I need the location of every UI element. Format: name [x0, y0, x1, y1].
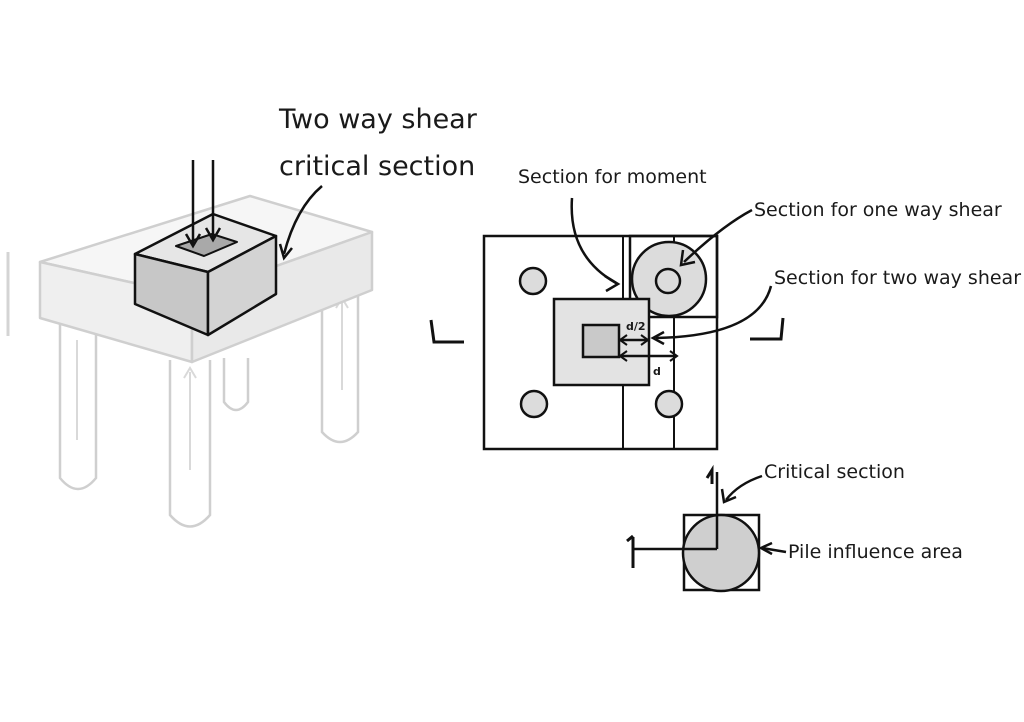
pile-back-right: [320, 290, 360, 444]
pile-influence-circle: [681, 513, 761, 593]
column-plan: [581, 323, 621, 359]
two-way-title-line1: Two way shear: [278, 104, 478, 135]
section-cut-right: [750, 317, 785, 341]
column-block: [133, 212, 278, 337]
pile-back-middle: [222, 358, 250, 412]
dim-half-d-label: d/2: [626, 320, 646, 333]
pile-cap-plan-view: [429, 197, 785, 451]
pile-top-left: [518, 266, 548, 296]
section-cut-left: [429, 319, 464, 344]
pile-cap-3d-view: Two way shear critical section: [6, 104, 478, 528]
column-side-face: [206, 234, 278, 337]
section-two-way-label: Section for two way shear: [774, 267, 1021, 289]
one-way-leader-arrow: [683, 208, 753, 263]
pile-influence-detail: [626, 464, 787, 593]
pile-influence-leader-arrow: [761, 546, 787, 554]
cut-mark-top: [705, 464, 714, 484]
pile-bottom-right: [654, 389, 684, 419]
two-way-plan-leader-arrow: [655, 285, 773, 340]
cut-mark-left: [626, 534, 635, 568]
pile-top-right: [654, 267, 682, 295]
two-way-leader-arrow: [282, 185, 323, 255]
pile-influence-square: [628, 234, 719, 319]
cap-side-face: [190, 230, 374, 364]
load-arrows: [184, 160, 222, 249]
dim-d-label: d: [653, 365, 661, 378]
pile-influence-label: Pile influence area: [788, 541, 963, 563]
column-footprint: [175, 233, 238, 257]
ghost-piles: [58, 290, 360, 528]
two-way-title-line2: critical section: [279, 151, 475, 182]
critical-leader-arrow: [725, 474, 763, 501]
pile-bottom-left: [519, 389, 549, 419]
section-one-way-label: Section for one way shear: [754, 199, 1002, 221]
section-moment-label: Section for moment: [518, 166, 707, 188]
critical-section-label: Critical section: [764, 461, 905, 483]
